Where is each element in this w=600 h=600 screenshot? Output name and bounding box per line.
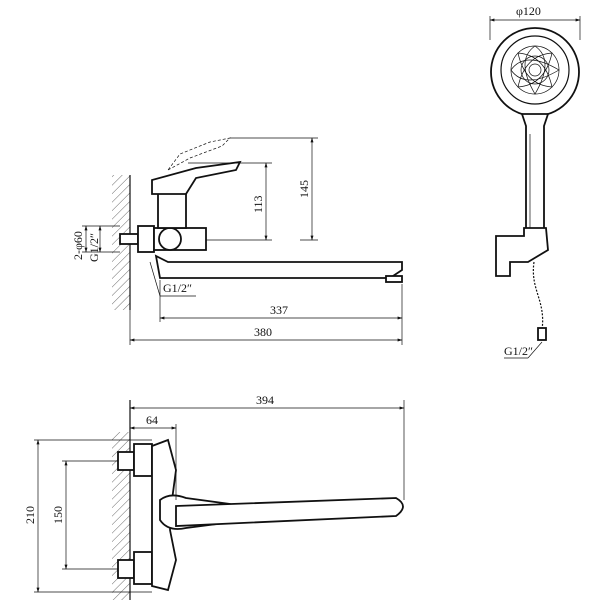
top-view: 394 64 150 210: [23, 393, 405, 600]
upper-nut: [133, 443, 153, 477]
shower-handle: [520, 113, 550, 233]
shower-holder: [495, 227, 549, 277]
spout: [154, 254, 403, 279]
eccentric-nut: [137, 225, 155, 253]
side-view: 113 145 2-φ60 G1/2″ G1/2″ 337 380: [71, 137, 403, 345]
dim-spout-337: 337: [270, 303, 288, 317]
lower-nut: [133, 551, 153, 585]
dim-connection-label: 2-φ60: [71, 231, 85, 260]
spout-top: [175, 497, 404, 527]
wall-hatch-top: [112, 432, 130, 600]
shower-nozzle-pattern: [510, 45, 560, 95]
shower-head-view: φ120 G1/2″: [489, 4, 581, 359]
hose-connector: [537, 327, 547, 341]
dim-shower-diameter: φ120: [516, 4, 541, 18]
dim-total-380: 380: [254, 325, 272, 339]
dim-394: 394: [256, 393, 274, 407]
diverter-knob: [158, 227, 182, 251]
shower-hose: [532, 261, 544, 331]
dim-hose-thread: G1/2″: [504, 344, 533, 358]
mixer-column: [157, 189, 187, 229]
lever-handle: [151, 160, 242, 195]
lower-connector: [117, 559, 135, 579]
shower-head-outer: [490, 27, 580, 117]
shower-head-inner: [500, 35, 570, 105]
dim-150: 150: [51, 506, 65, 524]
upper-connector: [117, 451, 135, 471]
dim-thread-bottom: G1/2″: [163, 281, 192, 295]
dim-height-145: 145: [297, 180, 311, 198]
dim-210: 210: [23, 506, 37, 524]
dim-64: 64: [146, 413, 158, 427]
dim-thread-left: G1/2″: [87, 233, 101, 262]
dim-height-113: 113: [251, 195, 265, 213]
aerator: [385, 275, 403, 283]
wall-connector: [119, 233, 139, 245]
